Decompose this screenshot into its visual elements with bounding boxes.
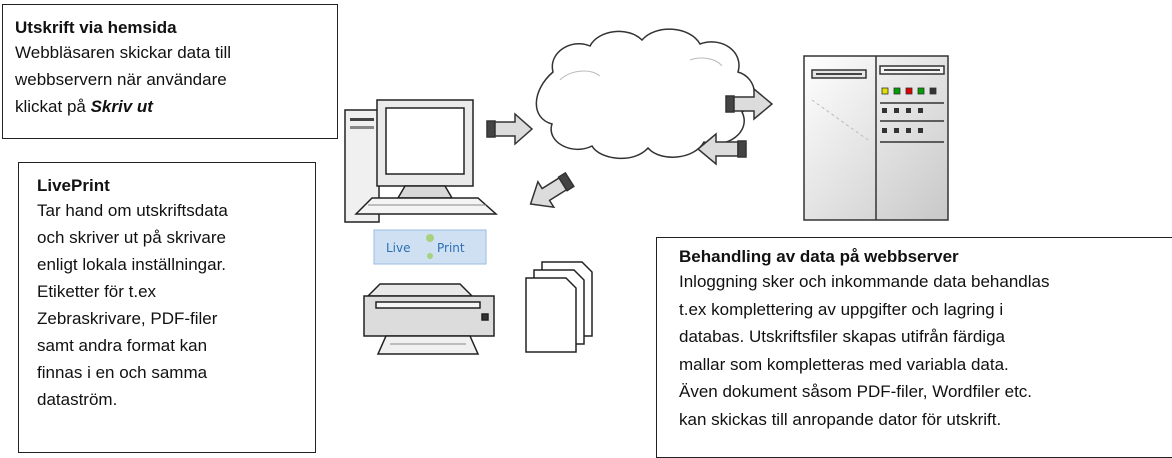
behandling-title: Behandling av data på webbserver xyxy=(679,247,959,266)
utskrift-title: Utskrift via hemsida xyxy=(15,18,177,37)
liveprint-title: LivePrint xyxy=(37,176,110,195)
behandling-body: Inloggning sker och inkommande data beha… xyxy=(679,268,1172,433)
behandling-line: databas. Utskriftsfiler skapas utifrån f… xyxy=(679,327,1005,346)
liveprint-line: Etiketter för t.ex xyxy=(37,282,157,301)
utskrift-body: Webbläsaren skickar data till webbserver… xyxy=(15,39,337,120)
utskrift-line-3-text: klickat på xyxy=(15,97,91,116)
documents-icon xyxy=(525,261,593,353)
liveprint-line: Zebraskrivare, PDF-filer xyxy=(37,309,218,328)
liveprint-line: och skriver ut på skrivare xyxy=(37,228,226,247)
liveprint-line: dataström. xyxy=(37,390,118,409)
behandling-line: kan skickas till anropande dator för uts… xyxy=(679,409,1002,429)
behandling-line: t.ex komplettering av uppgifter och lagr… xyxy=(679,299,1004,319)
arrow-icon xyxy=(486,112,534,146)
behandling-info-box: Behandling av data på webbserver Inloggn… xyxy=(656,237,1172,458)
liveprint-line: samt andra format kan xyxy=(37,336,208,355)
utskrift-info-box: Utskrift via hemsida Webbläsaren skickar… xyxy=(2,4,338,139)
liveprint-line: Tar hand om utskriftsdata xyxy=(37,201,228,220)
behandling-line: Även dokument såsom PDF-filer, Wordfiler… xyxy=(679,382,1033,401)
liveprint-line: enligt lokala inställningar. xyxy=(37,255,227,274)
behandling-line: mallar som kompletteras med variabla dat… xyxy=(679,354,1009,374)
server-icon xyxy=(803,55,949,221)
liveprint-line: finnas i en och samma xyxy=(37,363,208,382)
arrow-icon xyxy=(529,171,575,209)
liveprint-logo: Live Print xyxy=(373,229,487,265)
computer-icon xyxy=(344,99,498,223)
liveprint-logo-text-print: Print xyxy=(437,241,465,255)
arrow-icon xyxy=(725,87,774,121)
liveprint-info-box: LivePrint Tar hand om utskriftsdata och … xyxy=(18,162,316,453)
printer-icon xyxy=(363,283,495,355)
cloud-icon xyxy=(535,28,756,160)
arrow-icon xyxy=(696,132,747,166)
skriv-ut-emphasis: Skriv ut xyxy=(90,97,153,116)
utskrift-line-1: Webbläsaren skickar data till xyxy=(15,43,232,62)
liveprint-logo-text-live: Live xyxy=(386,241,411,255)
utskrift-line-2: webbservern när användare xyxy=(15,70,227,89)
liveprint-body: Tar hand om utskriftsdata och skriver ut… xyxy=(37,197,315,413)
utskrift-line-3: klickat på Skriv ut xyxy=(15,93,337,120)
behandling-line: Inloggning sker och inkommande data beha… xyxy=(679,272,1050,291)
